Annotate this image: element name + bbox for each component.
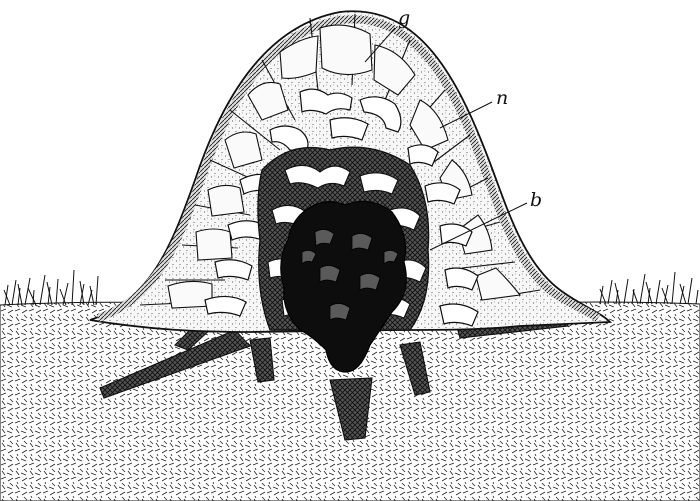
grass-right: [600, 272, 698, 304]
label-n: n: [496, 87, 508, 109]
grass-left: [4, 270, 98, 305]
label-g: g: [398, 7, 410, 29]
label-b: b: [530, 189, 542, 211]
